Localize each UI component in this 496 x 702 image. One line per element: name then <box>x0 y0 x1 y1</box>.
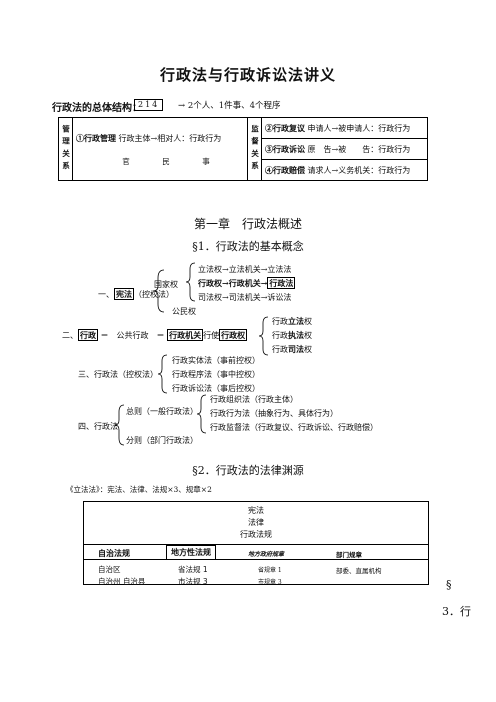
procedural-law-line: 行政程序法（事中控权） <box>172 370 260 379</box>
sources-divider-top <box>83 544 429 545</box>
supervision-relation-header: 监 督 关 系 <box>247 117 262 181</box>
executive-power-line: 行政权→行政机关→行政法 <box>198 277 296 289</box>
admin-regulation-line: 行政法规 <box>240 530 272 539</box>
litigation-law-line: 行政诉讼法（事后控权） <box>172 384 260 393</box>
section-symbol: § <box>446 578 452 591</box>
overall-structure-label: 行政法的总体结构： <box>52 103 142 114</box>
citizen-label: 民 <box>162 157 170 166</box>
supervision-law-line: 行政监督法（行政复议、行政诉讼、行政赔偿） <box>210 423 378 432</box>
item4-brace <box>114 404 125 446</box>
item3-brace <box>157 354 168 394</box>
admin-management-term: 行政管理 <box>84 133 116 143</box>
subject-matrix: 官 民 事 <box>76 156 244 167</box>
autonomous-prefecture-county: 自治州 自治县 <box>98 577 146 586</box>
chapter-heading: 第一章 行政法概述 <box>193 217 302 231</box>
administrative-power-term: 行政权 <box>219 329 248 341</box>
compensation-row: ④行政赔偿 请求人→义务机关：行政行为 <box>261 159 428 181</box>
constitution-term: 宪法 <box>114 288 134 300</box>
item2-brace <box>258 316 269 356</box>
citizen-power-label: 公民权 <box>172 307 196 316</box>
special-part-label: 分则（部门行政法） <box>126 436 198 445</box>
local-government-rules-head: 地方政府规章 <box>248 551 285 558</box>
department-rules-head: 部门规章 <box>336 551 362 559</box>
general-part-label: 总则（一般行政法） <box>126 407 198 416</box>
legislative-power-line: 立法权→立法机关→立法法 <box>198 265 292 274</box>
local-regulations-head: 地方性法规 <box>166 545 216 560</box>
admin-enforcement-power: 行政执法权 <box>272 330 312 340</box>
state-power-brace <box>185 262 196 302</box>
section1-heading: §1．行政法的基本概念 <box>192 240 304 253</box>
law-sources-box <box>83 501 429 585</box>
item4-label: 四、行政法 <box>78 422 118 431</box>
administration-term: 行政 <box>78 329 98 341</box>
sources-divider-bottom <box>83 559 429 560</box>
law-line: 法律 <box>248 518 264 527</box>
overall-structure-code: 214 <box>134 99 164 111</box>
state-power-label: 国家权 <box>154 280 178 289</box>
section3-heading-fragment: 3．行 <box>442 605 471 618</box>
section2-heading: §2．行政法的法律渊源 <box>192 464 304 477</box>
municipal-regulations: 市法规 3 <box>178 577 208 586</box>
item1-label: 一、宪法（控权法） <box>98 288 174 300</box>
substantive-law-line: 行政实体法（事前控权） <box>172 356 260 365</box>
admin-legislative-power: 行政立法权 <box>272 316 312 326</box>
overview-table: 管 理 关 系 ①行政管理 行政主体→相对人：行政行为 官 民 事 监 督 关 … <box>58 117 428 181</box>
autonomous-region: 自治区 <box>98 565 121 574</box>
provincial-rules: 省规章 1 <box>258 567 282 574</box>
official-label: 官 <box>122 157 130 166</box>
item1-brace <box>152 269 165 313</box>
judicial-power-line: 司法权→司法机关→诉讼法 <box>198 293 292 302</box>
constitution-line: 宪法 <box>248 506 264 515</box>
review-row: ②行政复议 申请人→被申请人：行政行为 <box>261 117 428 139</box>
organization-law-line: 行政组织法（行政主体） <box>210 395 298 404</box>
general-part-brace <box>196 394 207 434</box>
litigation-row: ③行政诉讼 原 告→被 告：行政行为 <box>261 138 428 160</box>
municipal-rules: 市规章 3 <box>258 579 282 586</box>
administrative-law-term: 行政法 <box>267 277 296 289</box>
admin-judicial-power: 行政司法权 <box>272 344 312 354</box>
document-title: 行政法与行政诉讼法讲义 <box>159 66 336 84</box>
item3-label: 三、行政法（控权法） <box>78 370 158 379</box>
ministries-agencies: 部委、直属机构 <box>336 567 382 575</box>
item2-line: 二、行政 ＝ 公共行政 ＝ 行政机关行使行政权 <box>62 329 248 341</box>
provincial-regulations: 省法规 1 <box>178 565 208 574</box>
administrative-management-cell: ①行政管理 行政主体→相对人：行政行为 官 民 事 <box>72 117 248 181</box>
management-relation-header: 管 理 关 系 <box>58 117 73 181</box>
matter-label: 事 <box>202 157 210 166</box>
overall-structure-text: → 2个人、1件事、4个程序 <box>178 101 281 111</box>
behavior-law-line: 行政行为法（抽象行为、具体行为） <box>210 409 338 418</box>
administrative-organ-term: 行政机关 <box>167 329 204 341</box>
legislation-law-intro: 《立法法》：宪法、法律、法规×3、规章×2 <box>66 485 212 494</box>
autonomous-regulations-head: 自治法规 <box>98 549 130 558</box>
